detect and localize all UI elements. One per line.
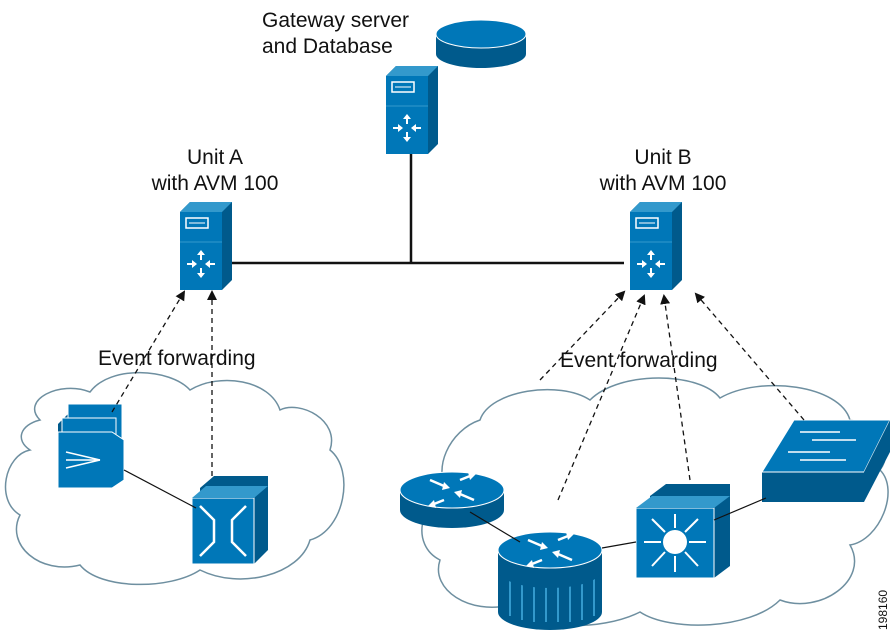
left-cloud	[4, 371, 345, 586]
figure-id: 198160	[876, 589, 890, 630]
multilayer-switch-icon	[635, 484, 730, 579]
router-icon-2	[496, 530, 604, 590]
unit-a-label-line1: Unit A	[186, 146, 244, 169]
gateway-label-line1: Gateway server	[262, 9, 410, 32]
unit-a-label: Unit A with AVM 100	[150, 145, 280, 197]
workgroup-switch-icon	[761, 419, 891, 502]
event-forwarding-left-label: Event forwarding	[98, 347, 256, 370]
unit-a-label-line2: with AVM 100	[151, 172, 279, 195]
atm-switch-icon	[191, 476, 268, 565]
unit-b-server-icon	[629, 201, 683, 291]
device-links	[123, 469, 767, 549]
unit-b-label-line1: Unit B	[634, 146, 692, 169]
gateway-server-icon	[385, 65, 439, 155]
router-icon	[398, 470, 506, 530]
unit-b-label-line2: with AVM 100	[599, 172, 727, 195]
event-arrows	[111, 290, 805, 501]
unit-b-label: Unit B with AVM 100	[598, 145, 728, 197]
unit-a-server-icon	[179, 201, 233, 291]
firewall-icon	[57, 403, 125, 489]
gateway-label-line2: and Database	[262, 35, 393, 58]
gateway-label: Gateway server and Database	[262, 8, 409, 60]
event-forwarding-right-label: Event forwarding	[560, 349, 718, 372]
database-icon	[435, 19, 527, 68]
